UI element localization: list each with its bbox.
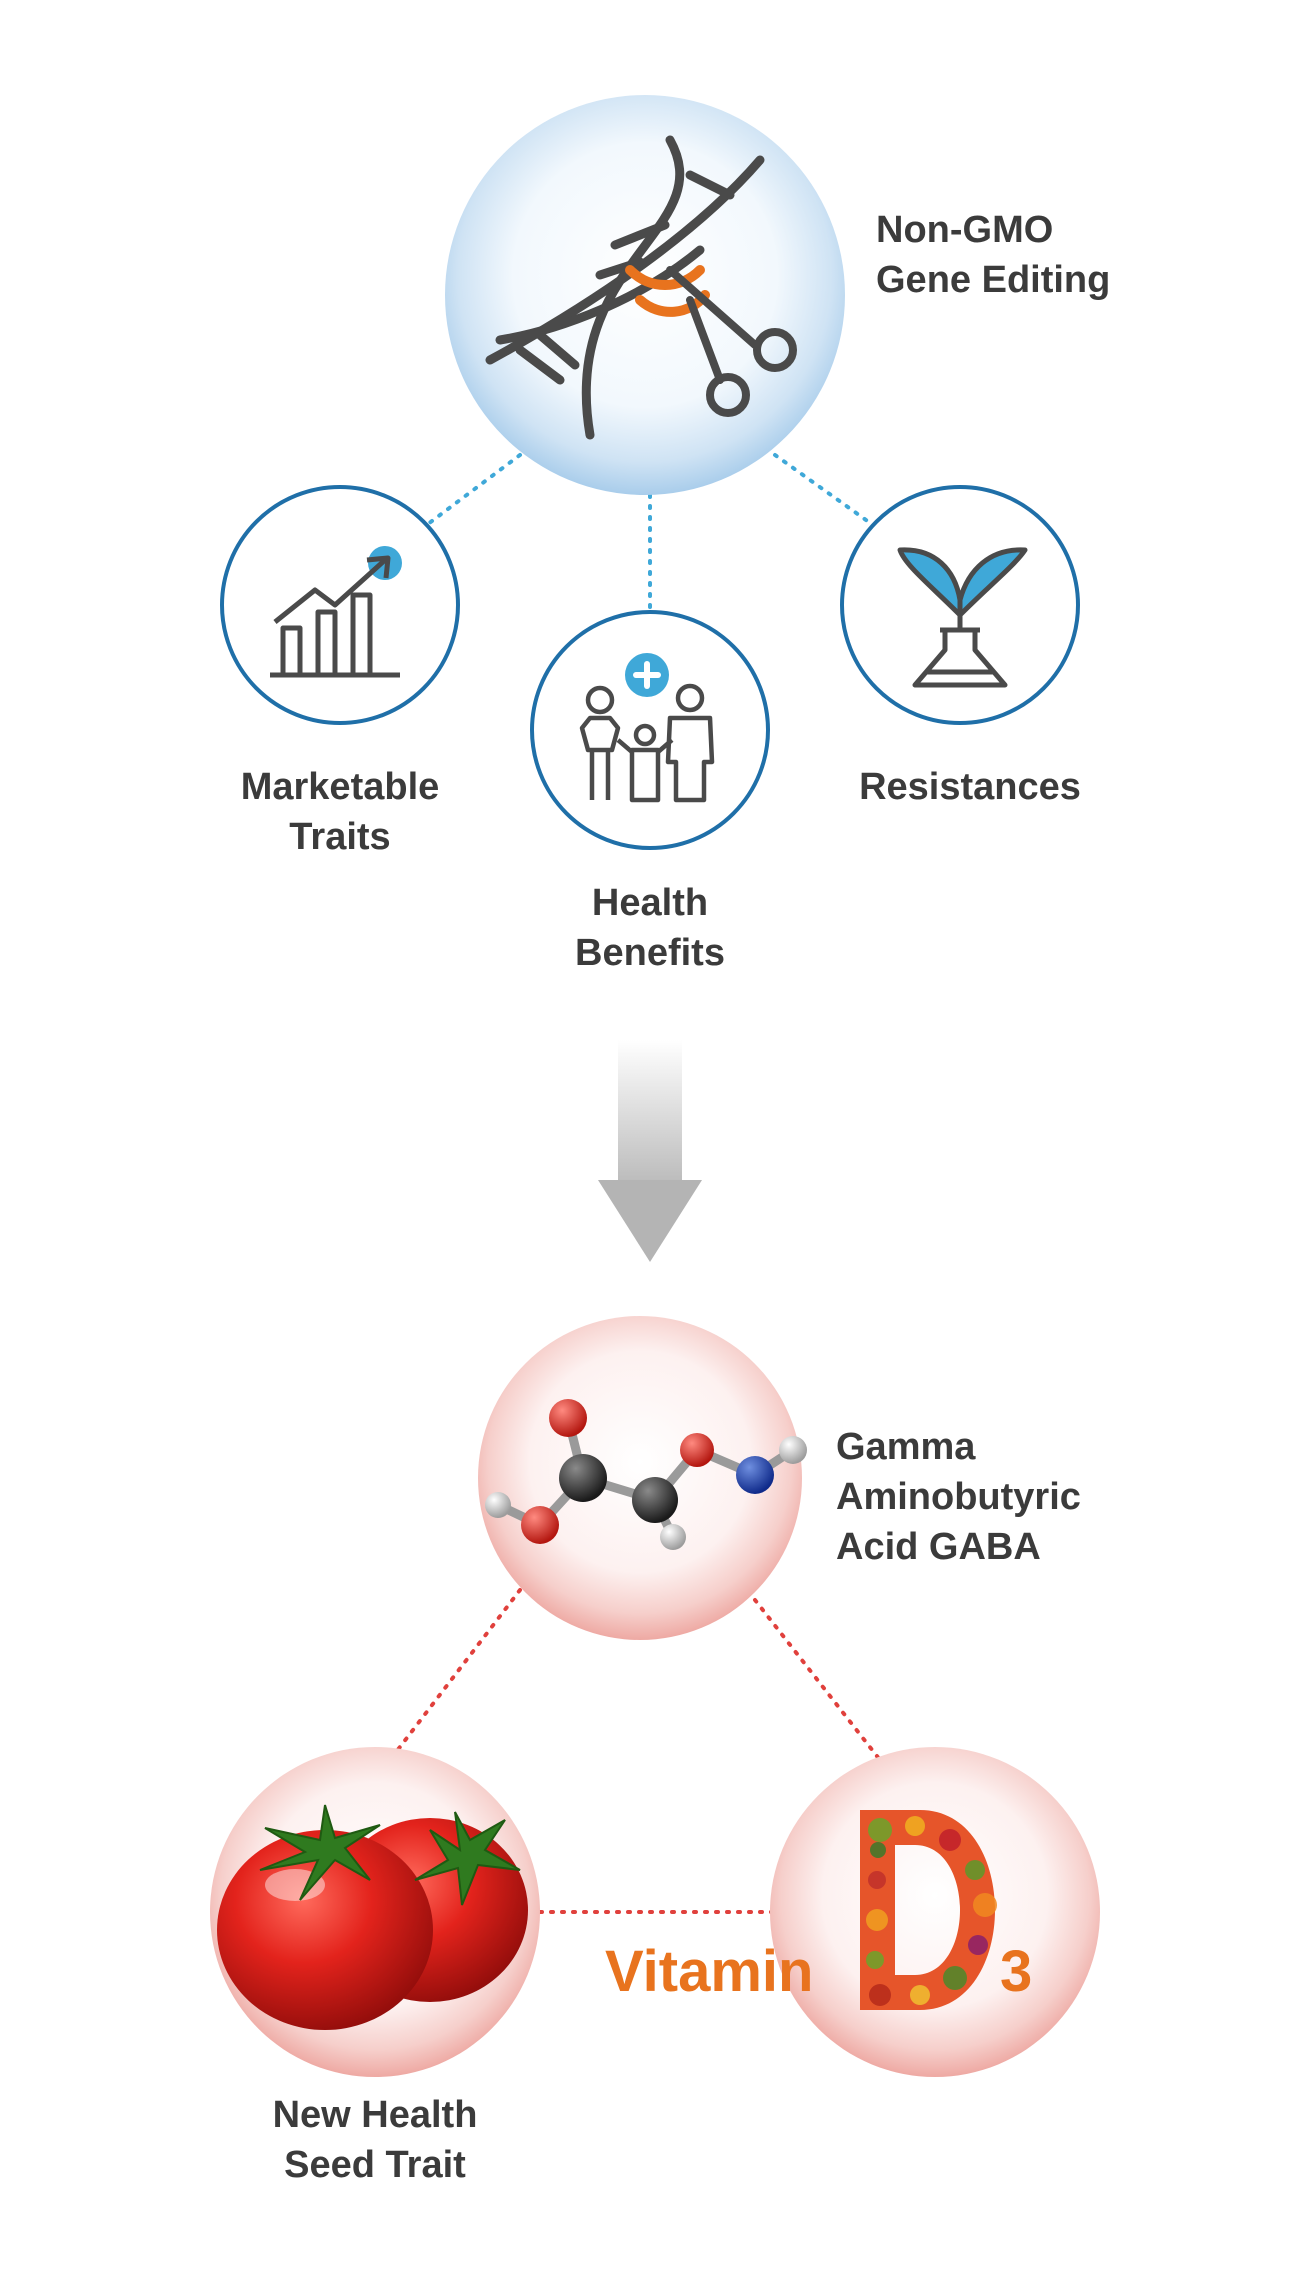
- gene-editing-bubble: [445, 95, 845, 495]
- plus-icon: [633, 661, 661, 689]
- gene-editing-label-line2: Gene Editing: [876, 259, 1111, 301]
- connector-main-marketable: [418, 453, 522, 532]
- health-benefits-line2: Benefits: [575, 932, 725, 974]
- gaba-line1: Gamma: [836, 1426, 976, 1468]
- health-benefits-node: [530, 610, 770, 850]
- tomato-icon: [217, 1804, 528, 2030]
- marketable-traits-label: Marketable Traits: [190, 762, 490, 862]
- gaba-line3: Acid GABA: [836, 1526, 1041, 1568]
- marketable-traits-ring: [220, 485, 460, 725]
- connector-main-resistances: [773, 453, 882, 532]
- health-benefits-line1: Health: [591, 882, 709, 924]
- gaba-line2: Aminobutyric: [836, 1476, 1081, 1518]
- vitamin-bubble: [770, 1747, 1100, 2077]
- gaba-bubble: [478, 1316, 802, 1640]
- connector-gaba-vitamin: [753, 1598, 882, 1762]
- gaba-node: [478, 1316, 807, 1640]
- gene-editing-node: [445, 95, 845, 495]
- seed-trait-line1: New Health: [272, 2094, 478, 2136]
- resistances-line1: Resistances: [859, 766, 1081, 808]
- connector-gaba-tomato: [388, 1588, 522, 1762]
- top-connectors: [418, 453, 882, 612]
- plant-flask-icon: [897, 547, 1028, 688]
- marketable-traits-node: [220, 485, 460, 725]
- health-benefits-label: Health Benefits: [500, 878, 800, 978]
- gene-editing-label-line1: Non-GMO: [876, 209, 1054, 251]
- family-health-icon: [579, 683, 715, 803]
- vitamin-d-icon: [860, 1810, 997, 2010]
- molecule-icon: [485, 1399, 807, 1550]
- gene-editing-label: Non-GMO Gene Editing: [876, 205, 1110, 305]
- vitamin-number: 3: [1000, 1939, 1033, 2004]
- vitamin-word: Vitamin: [605, 1939, 814, 2004]
- growth-chart-icon: [270, 555, 400, 678]
- dna-scissors-icon: [485, 135, 797, 440]
- marketable-traits-line2: Traits: [289, 816, 391, 858]
- vitamin-node: [770, 1747, 1100, 2077]
- seed-trait-line2: Seed Trait: [284, 2144, 466, 2186]
- resistances-label: Resistances: [820, 762, 1120, 812]
- down-arrow-icon: [598, 1040, 702, 1262]
- resistances-node: [840, 485, 1080, 725]
- gaba-label: Gamma Aminobutyric Acid GABA: [836, 1422, 1081, 1572]
- marketable-traits-line1: Marketable: [240, 766, 440, 808]
- seed-trait-label: New Health Seed Trait: [225, 2090, 525, 2190]
- bottom-connectors: [388, 1588, 882, 1914]
- tomato-node: [210, 1747, 540, 2077]
